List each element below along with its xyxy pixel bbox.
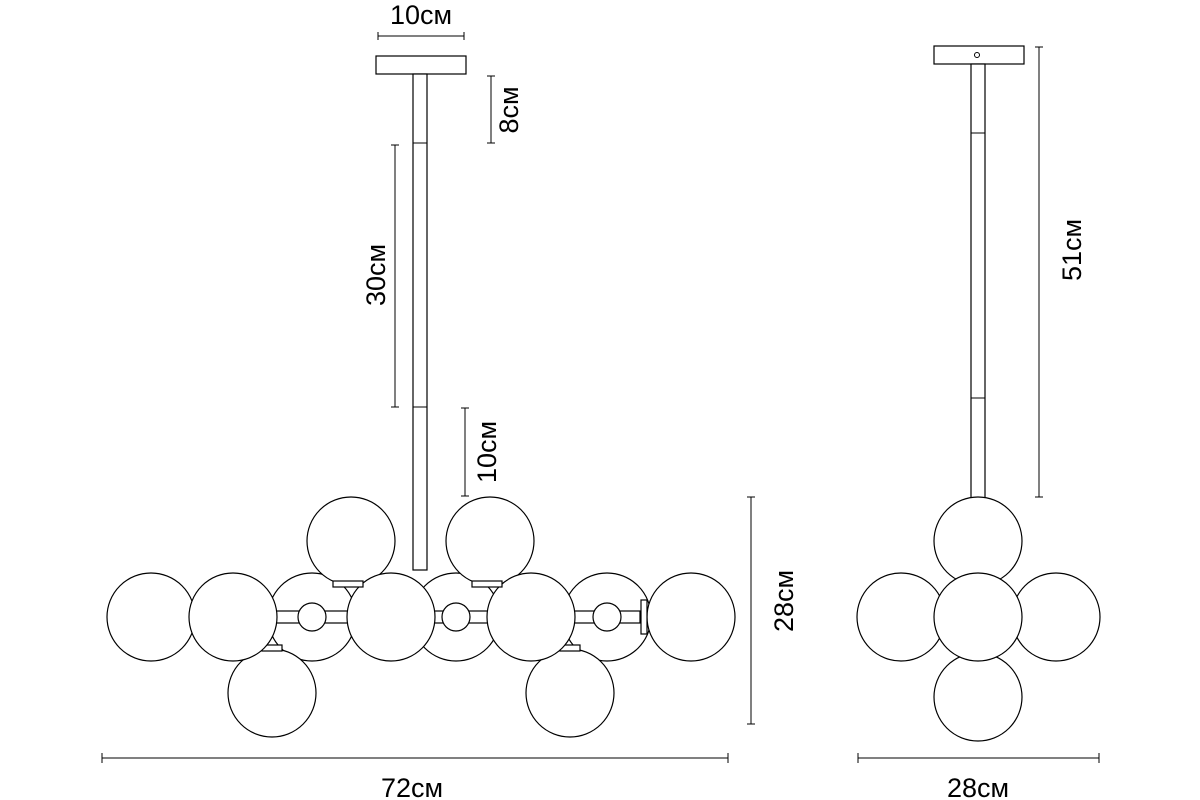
globe-front-2: [188, 572, 278, 662]
dim-canopy-width-label: 10см: [390, 0, 452, 30]
side-globe-right: [1011, 572, 1101, 662]
globe-top-right: [445, 496, 535, 586]
side-view: [856, 45, 1101, 742]
side-globe-top: [933, 496, 1023, 586]
side-globe-left: [856, 572, 946, 662]
globe-bottom-right: [525, 648, 615, 738]
dim-side-width: 28см: [857, 753, 1100, 800]
dim-front-width-label: 72см: [381, 773, 443, 800]
side-canopy-screw: [974, 52, 980, 58]
arm-hub-1: [297, 602, 327, 632]
dim-side-width-label: 28см: [947, 773, 1009, 800]
globe-front-5: [646, 572, 736, 662]
dim-canopy-to-joint: 8см: [487, 75, 524, 144]
front-canopy: [375, 55, 467, 75]
globe-front-4: [486, 572, 576, 662]
front-rod: [412, 73, 428, 571]
dim-rod-lower: 10см: [461, 407, 502, 497]
dim-rod-lower-label: 10см: [472, 421, 502, 483]
arm-hub-2: [441, 602, 471, 632]
socket-top-left: [332, 580, 364, 588]
dim-side-height: 51см: [1035, 46, 1087, 498]
globe-top-left: [306, 496, 396, 586]
dim-rod-segment: 30см: [361, 144, 399, 408]
dim-rod-segment-label: 30см: [361, 244, 391, 306]
dim-side-height-label: 51см: [1057, 219, 1087, 281]
dim-canopy-to-joint-label: 8см: [494, 86, 524, 133]
front-view: [106, 55, 736, 738]
globe-front-3: [346, 572, 436, 662]
dim-fixture-height: 28см: [747, 496, 799, 725]
globe-front-1: [106, 572, 196, 662]
side-globe-center: [933, 572, 1023, 662]
side-rod: [970, 63, 986, 499]
dim-fixture-height-label: 28см: [769, 570, 799, 632]
dim-front-width: 72см: [101, 753, 729, 800]
arm-hub-3: [592, 602, 622, 632]
side-globe-bottom: [933, 652, 1023, 742]
socket-top-right: [471, 580, 503, 588]
globe-bottom-left: [227, 648, 317, 738]
socket-end: [640, 599, 648, 635]
dim-canopy-width: 10см: [377, 0, 465, 40]
